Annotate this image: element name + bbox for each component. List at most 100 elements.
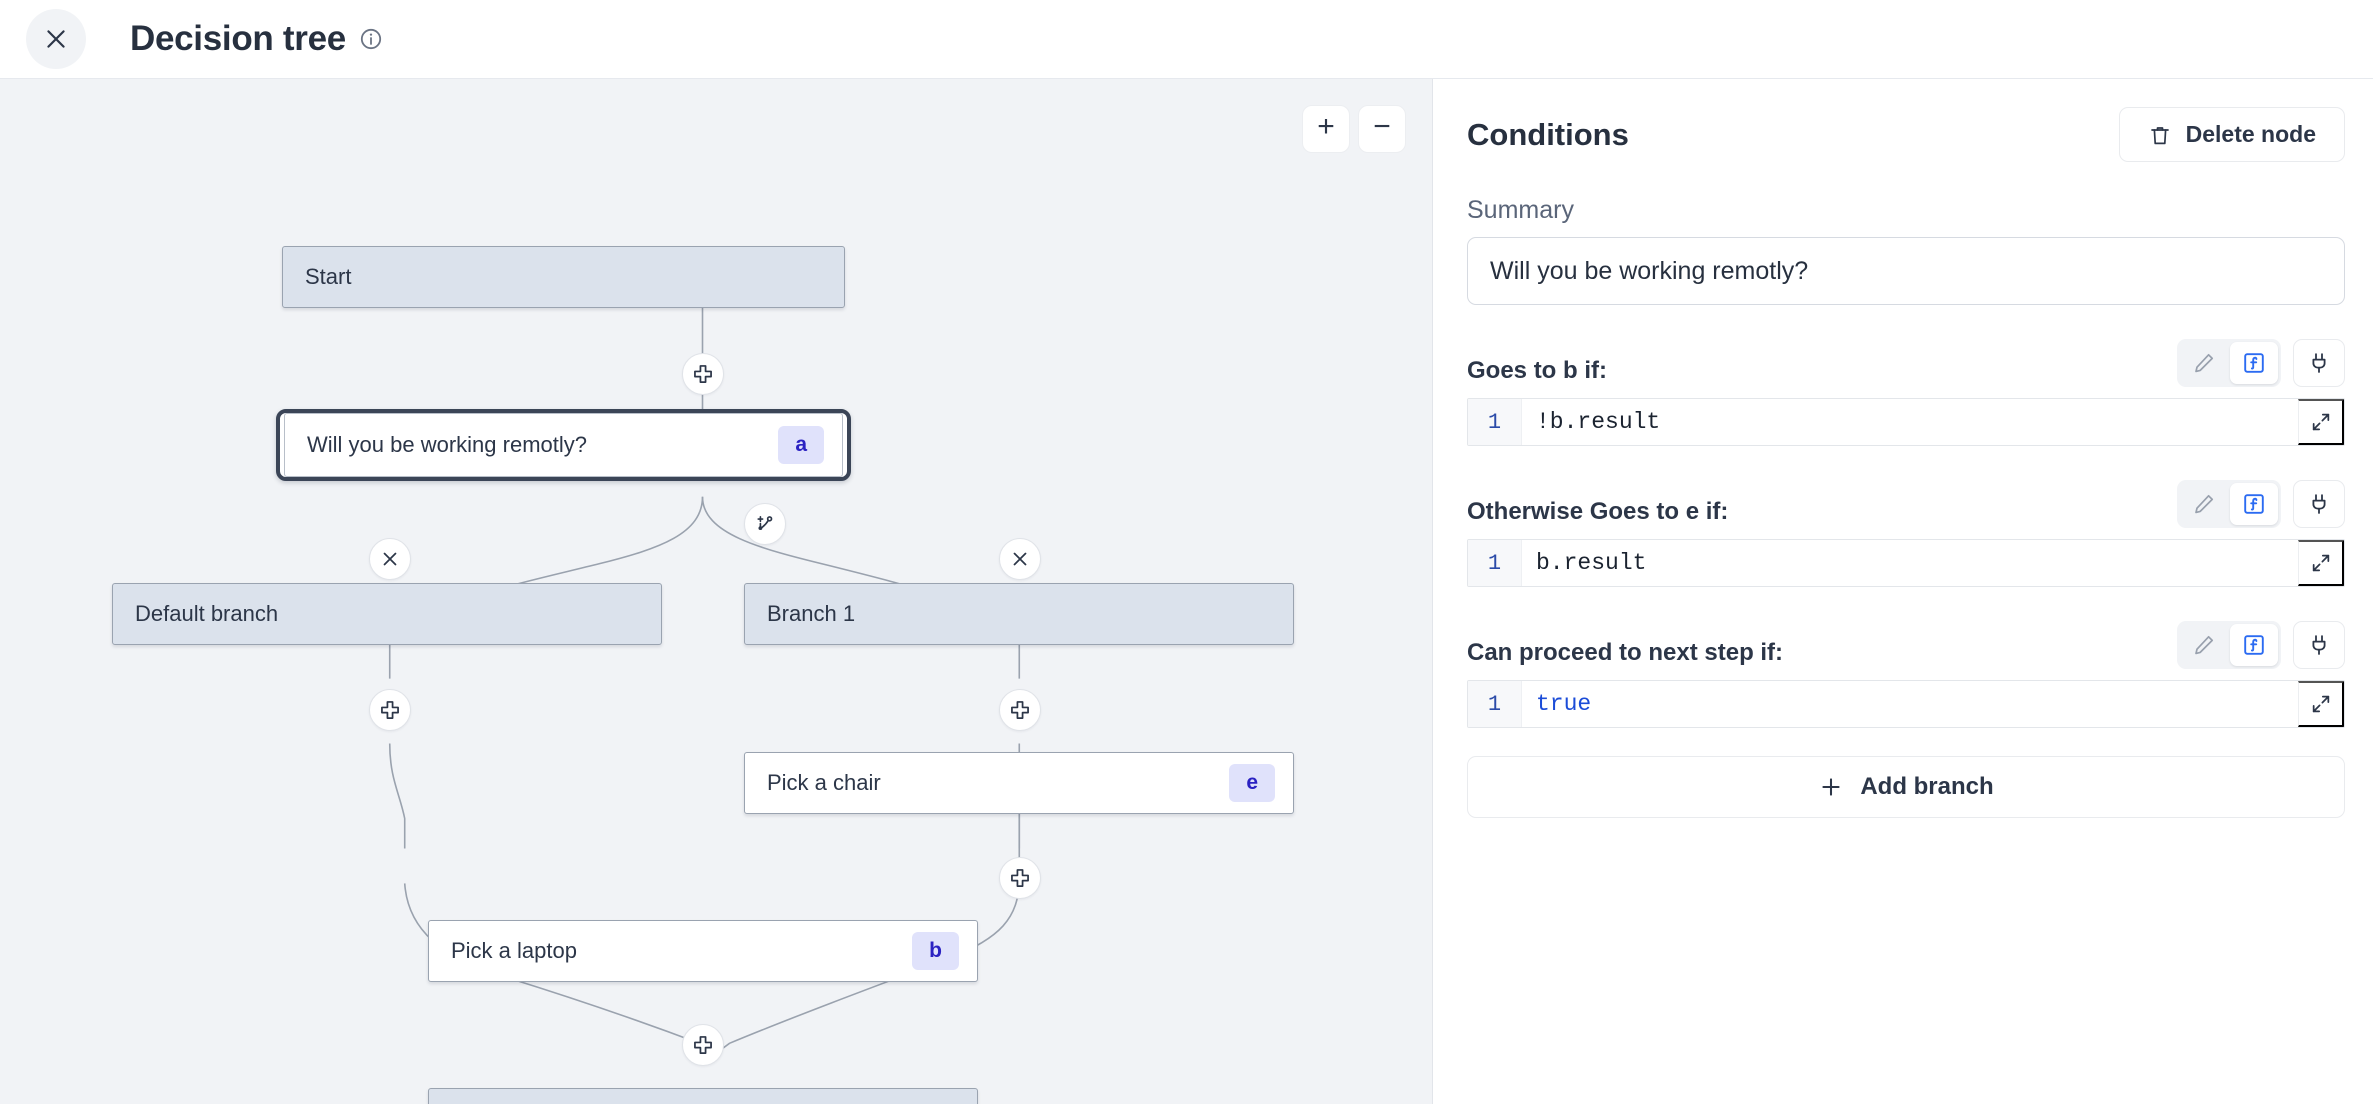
zoom-in-label: +	[1317, 110, 1335, 143]
expand-editor-button[interactable]	[2298, 399, 2344, 445]
plug-icon	[2312, 635, 2326, 655]
plug-icon	[2312, 353, 2326, 373]
condition-header: Goes to b if:	[1467, 339, 2345, 387]
node-branch-1[interactable]: Branch 1	[744, 583, 1294, 645]
add-branch-label: Add branch	[1860, 773, 1994, 800]
plus-icon	[694, 365, 712, 383]
close-icon	[1013, 552, 1027, 566]
node-label: Branch 1	[767, 601, 856, 626]
node-label: Pick a laptop	[451, 938, 577, 963]
plus-icon	[381, 701, 399, 719]
node-inner: Will you be working remotly? a	[284, 413, 843, 477]
node-label: Pick a chair	[767, 770, 881, 795]
zoom-out-label: −	[1373, 110, 1391, 143]
fx-mode-button[interactable]	[2230, 483, 2278, 525]
pencil-icon	[2195, 635, 2214, 655]
add-branch-handle[interactable]	[744, 503, 786, 545]
add-node-default-branch-handle[interactable]	[369, 689, 411, 731]
plug-icon	[2312, 494, 2326, 514]
add-node-branch-1-handle[interactable]	[999, 689, 1041, 731]
zoom-out-button[interactable]: −	[1358, 105, 1406, 153]
pencil-mode-button[interactable]	[2180, 342, 2228, 384]
line-number: 1	[1468, 681, 1522, 727]
fx-mode-button[interactable]	[2230, 342, 2278, 384]
delete-branch-1-handle[interactable]	[999, 538, 1041, 580]
panel-title: Conditions	[1467, 116, 1629, 152]
fx-mode-button[interactable]	[2230, 624, 2278, 666]
page-title: Decision tree	[130, 19, 346, 58]
line-number: 1	[1468, 399, 1522, 445]
info-icon[interactable]	[359, 27, 383, 51]
condition-label: Otherwise Goes to e if:	[1467, 498, 1729, 525]
delete-node-button[interactable]: Delete node	[2118, 107, 2345, 162]
code-content[interactable]: true	[1536, 691, 1592, 717]
body-wrapper: + − Start	[0, 79, 2373, 1104]
flow-canvas[interactable]: + − Start	[0, 79, 1433, 1104]
plus-icon	[1011, 701, 1029, 719]
line-number: 1	[1468, 540, 1522, 586]
code-editor[interactable]: 1 true	[1467, 680, 2345, 728]
fx-icon	[2244, 353, 2264, 373]
node-end[interactable]: End	[428, 1088, 978, 1104]
close-icon	[383, 552, 397, 566]
connect-button[interactable]	[2293, 339, 2345, 387]
node-pick-a-chair[interactable]: Pick a chair e	[744, 752, 1294, 814]
node-pick-a-laptop[interactable]: Pick a laptop b	[428, 920, 978, 982]
code-content[interactable]: b.result	[1536, 550, 1647, 576]
info-circle-icon	[360, 28, 382, 50]
code-content[interactable]: !b.result	[1536, 409, 1661, 435]
node-label: Default branch	[135, 601, 279, 626]
pencil-icon	[2195, 494, 2214, 514]
expand-icon	[2312, 695, 2329, 713]
condition-block-otherwise-goes-to-e: Otherwise Goes to e if:	[1467, 480, 2345, 587]
node-start[interactable]: Start	[282, 246, 845, 308]
condition-block-goes-to-b: Goes to b if:	[1467, 339, 2345, 446]
add-node-after-start-handle[interactable]	[682, 353, 724, 395]
node-default-branch[interactable]: Default branch	[112, 583, 662, 645]
condition-header: Can proceed to next step if:	[1467, 621, 2345, 669]
pencil-mode-button[interactable]	[2180, 483, 2228, 525]
zoom-controls: + −	[1302, 105, 1406, 153]
trash-icon	[2150, 126, 2169, 144]
branch-plus-icon	[757, 516, 773, 531]
fx-icon	[2244, 494, 2264, 514]
condition-label: Can proceed to next step if:	[1467, 639, 1784, 666]
connect-button[interactable]	[2293, 480, 2345, 528]
pencil-icon	[2195, 353, 2214, 373]
expand-icon	[2312, 554, 2329, 572]
condition-tools	[2177, 339, 2345, 387]
node-label: Will you be working remotly?	[307, 432, 587, 457]
condition-label: Goes to b if:	[1467, 357, 1607, 384]
expand-editor-button[interactable]	[2298, 540, 2344, 586]
conditions-panel: Conditions Delete node Summary Goes to b…	[1433, 79, 2373, 1104]
plus-icon	[1011, 869, 1029, 887]
node-badge: e	[1229, 764, 1275, 802]
condition-block-can-proceed: Can proceed to next step if:	[1467, 621, 2345, 728]
summary-label: Summary	[1467, 196, 1574, 224]
editor-mode-toggle	[2177, 339, 2281, 387]
condition-tools	[2177, 621, 2345, 669]
editor-mode-toggle	[2177, 480, 2281, 528]
close-button[interactable]	[26, 9, 86, 69]
editor-mode-toggle	[2177, 621, 2281, 669]
add-node-after-laptop-handle[interactable]	[682, 1024, 724, 1066]
node-question-a[interactable]: Will you be working remotly? a	[276, 409, 851, 481]
code-editor[interactable]: 1 b.result	[1467, 539, 2345, 587]
condition-header: Otherwise Goes to e if:	[1467, 480, 2345, 528]
code-editor[interactable]: 1 !b.result	[1467, 398, 2345, 446]
panel-header: Conditions Delete node	[1467, 107, 2345, 162]
connect-button[interactable]	[2293, 621, 2345, 669]
condition-tools	[2177, 480, 2345, 528]
fx-icon	[2244, 635, 2264, 655]
plus-icon	[694, 1036, 712, 1054]
close-icon	[47, 30, 65, 48]
add-branch-button[interactable]: Add branch	[1467, 756, 2345, 818]
add-node-after-chair-handle[interactable]	[999, 857, 1041, 899]
summary-input[interactable]	[1467, 237, 2345, 305]
app-header: Decision tree	[0, 0, 2373, 79]
zoom-in-button[interactable]: +	[1302, 105, 1350, 153]
expand-icon	[2312, 413, 2329, 431]
delete-default-branch-handle[interactable]	[369, 538, 411, 580]
expand-editor-button[interactable]	[2298, 681, 2344, 727]
pencil-mode-button[interactable]	[2180, 624, 2228, 666]
